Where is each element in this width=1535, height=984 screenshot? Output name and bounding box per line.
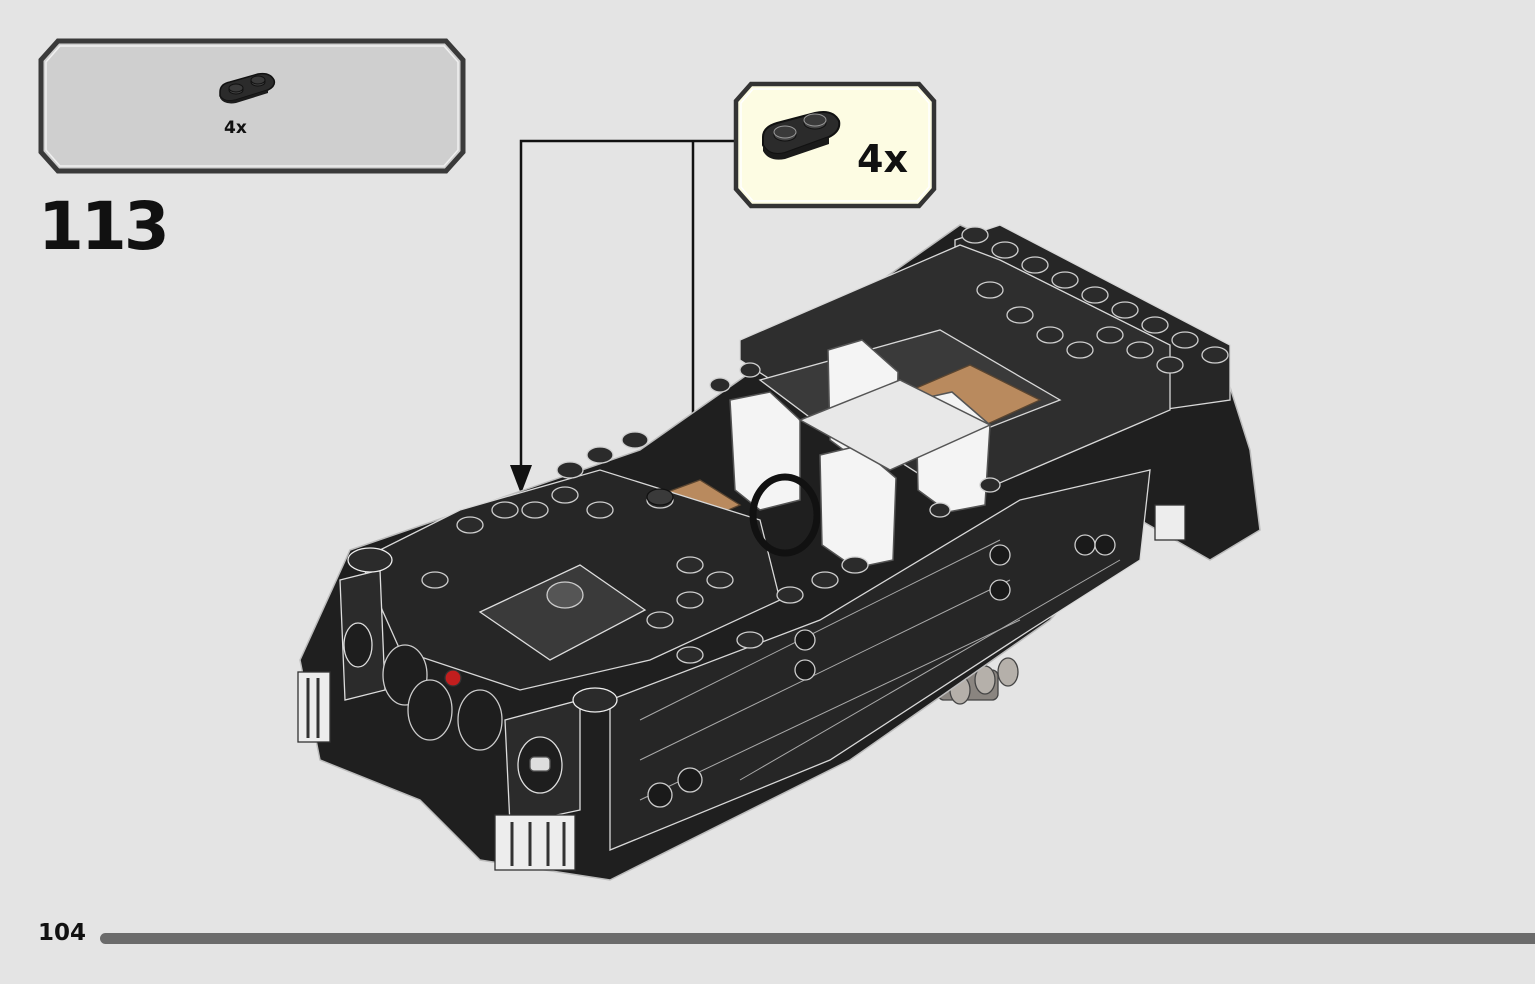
parts-list-box: 4x xyxy=(38,38,466,174)
step-number: 113 xyxy=(38,188,170,265)
callout-box: 4x xyxy=(733,81,937,209)
parts-list-frame xyxy=(38,38,466,174)
arrow-head-left xyxy=(510,465,532,494)
callout-frame xyxy=(733,81,937,209)
plate-1x2-rounded-ends-black-icon xyxy=(206,70,286,140)
progress-bar xyxy=(100,933,1535,944)
page-number: 104 xyxy=(38,920,87,946)
parts-quantity: 4x xyxy=(224,118,247,138)
callout-quantity: 4x xyxy=(857,137,908,181)
car-chassis-black-icon xyxy=(297,224,1261,881)
